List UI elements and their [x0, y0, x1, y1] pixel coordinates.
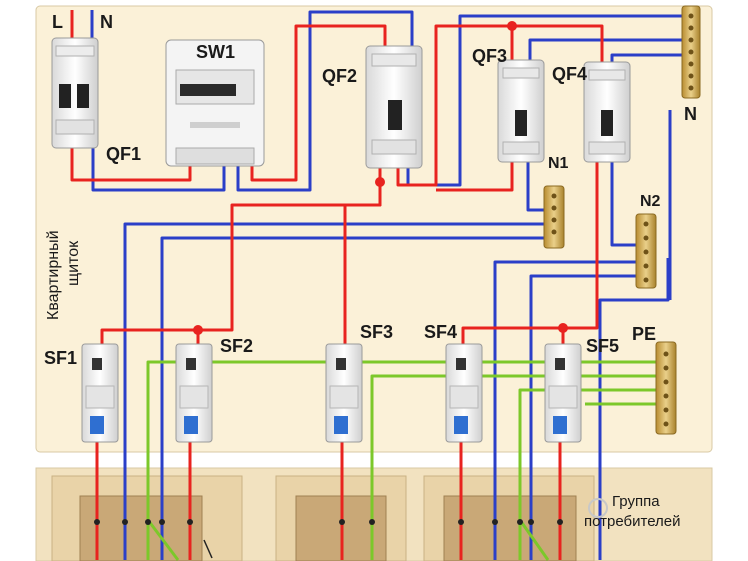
qf1-breaker	[51, 37, 99, 149]
sf1-breaker	[81, 343, 119, 443]
label-qf3: QF3	[472, 46, 507, 66]
label-sw1: SW1	[196, 42, 235, 62]
label-qf2: QF2	[322, 66, 357, 86]
label-l: L	[52, 12, 63, 32]
qf2-rcd	[365, 45, 423, 169]
consumer-terminal-3	[443, 495, 577, 561]
label-n-right: N	[684, 104, 697, 124]
sf2-breaker	[175, 343, 213, 443]
sf4-breaker	[445, 343, 483, 443]
qf3-rcd	[497, 59, 545, 163]
label-pe: PE	[632, 324, 656, 344]
busbar-screws	[551, 13, 694, 427]
panel-title-line2: щиток	[65, 240, 82, 286]
neutral-wires	[90, 10, 692, 560]
label-n1: N1	[548, 155, 569, 172]
label-n2: N2	[640, 193, 661, 210]
label-sf1: SF1	[44, 348, 77, 368]
consumer-group-line1: Группа	[612, 493, 660, 510]
sf3-breaker	[325, 343, 363, 443]
panel-title-line1: Квартирный	[45, 230, 62, 320]
n1-busbar	[543, 185, 565, 249]
label-qf4: QF4	[552, 64, 587, 84]
junction-dots	[193, 21, 568, 335]
watermark-circle	[588, 498, 608, 518]
consumer-terminal-1	[79, 495, 203, 561]
consumer-terminal-dots	[94, 519, 563, 525]
label-sf5: SF5	[586, 336, 619, 356]
pe-busbar	[655, 341, 677, 435]
pointer-arrow	[203, 539, 213, 559]
consumer-group-line2: потребителей	[584, 513, 681, 530]
sw1-electricity-meter	[165, 39, 265, 167]
sf5-breaker	[544, 343, 582, 443]
qf4-rcd	[583, 61, 631, 163]
label-sf3: SF3	[360, 322, 393, 342]
label-qf1: QF1	[106, 144, 141, 164]
phase-wires	[70, 10, 604, 560]
label-n-top: N	[100, 12, 113, 32]
label-sf4: SF4	[424, 322, 457, 342]
label-sf2: SF2	[220, 336, 253, 356]
